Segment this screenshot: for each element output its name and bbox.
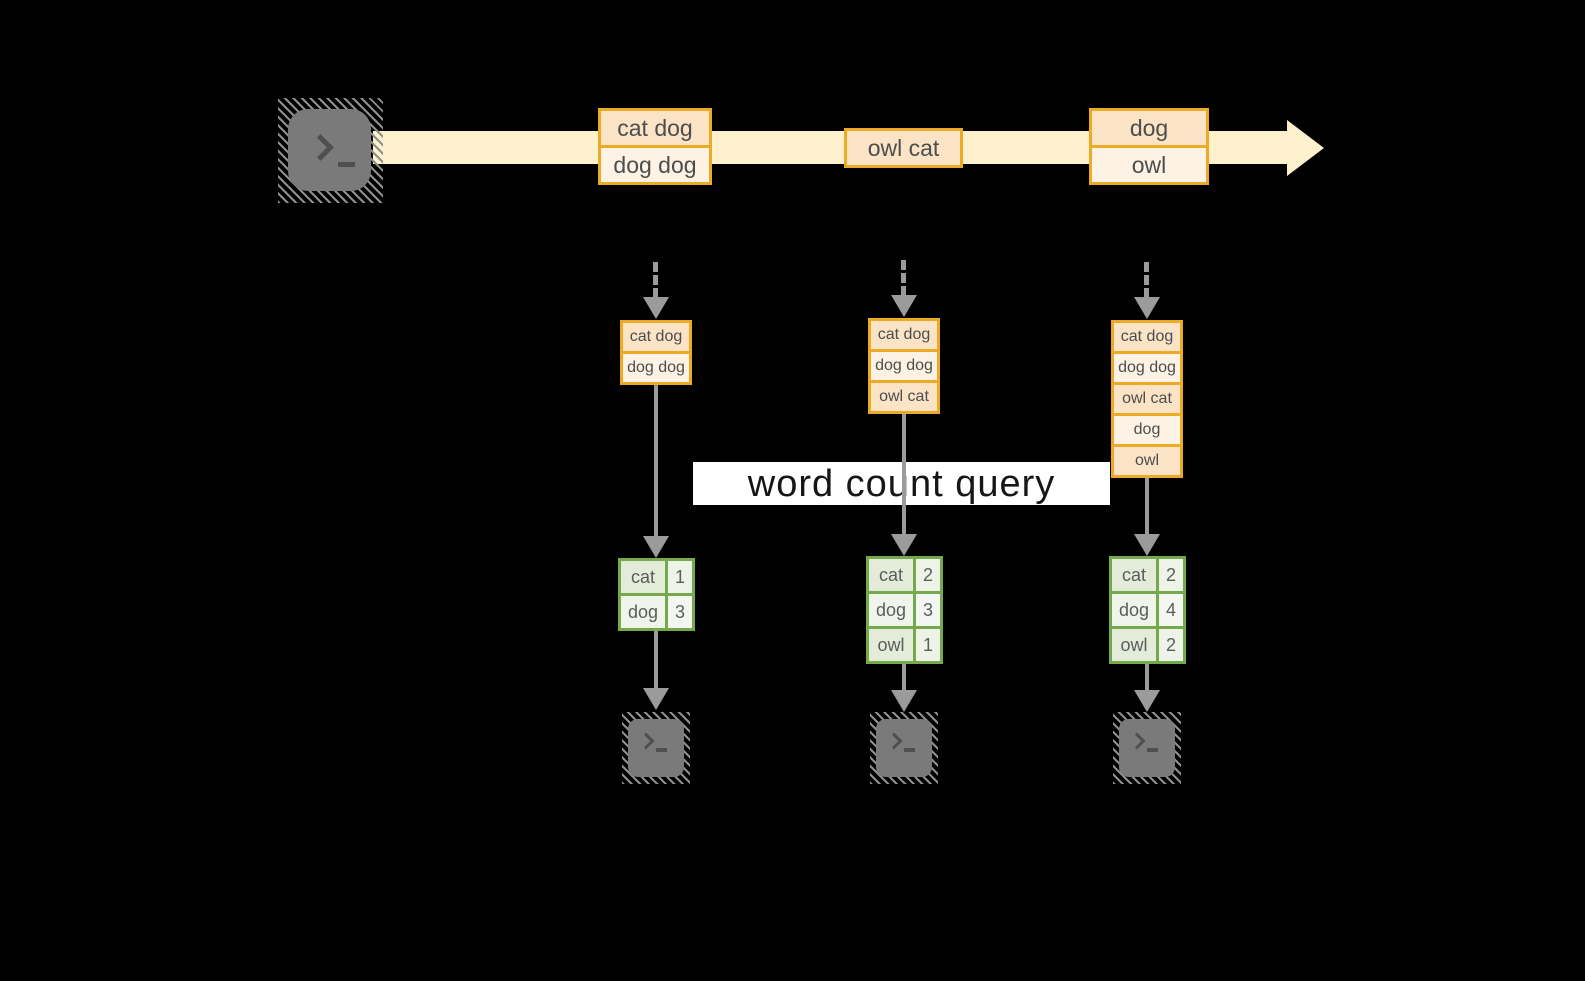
stack-record: dog dog — [871, 349, 937, 380]
stack-record: owl cat — [871, 380, 937, 411]
count-cell: 1 — [913, 629, 940, 661]
stack-record: cat dog — [1114, 323, 1180, 351]
arrow-head-icon — [643, 688, 669, 710]
table-row: dog 3 — [621, 593, 692, 628]
word-cell: owl — [1112, 629, 1156, 661]
table-row: owl 2 — [1112, 626, 1183, 661]
table-row: cat 1 — [621, 561, 692, 593]
word-count-table-2: cat 2 dog 3 owl 1 — [866, 556, 943, 664]
dashed-arrow-head-icon — [891, 295, 917, 317]
word-cell: cat — [621, 561, 665, 593]
table-row: dog 3 — [869, 591, 940, 626]
arrow-head-icon — [1134, 690, 1160, 712]
arrow-line — [1145, 478, 1149, 534]
table-row: dog 4 — [1112, 591, 1183, 626]
stack-record: dog dog — [623, 351, 689, 382]
arrow-line — [1145, 664, 1149, 690]
count-cell: 3 — [665, 596, 692, 628]
stack-record: dog — [1114, 413, 1180, 444]
arrow-line — [902, 414, 906, 534]
stream-arrowhead-icon — [1287, 120, 1324, 176]
stack-record: cat dog — [623, 323, 689, 351]
arrow-head-icon — [1134, 534, 1160, 556]
dashed-arrow-head-icon — [643, 297, 669, 319]
word-cell: dog — [1112, 594, 1156, 626]
batch-record: dog — [1092, 111, 1206, 145]
stack-record: dog dog — [1114, 351, 1180, 382]
dashed-arrow-line — [1144, 262, 1149, 298]
word-count-table-1: cat 1 dog 3 — [618, 558, 695, 631]
word-cell: owl — [869, 629, 913, 661]
stream-batch-2: owl cat — [844, 128, 963, 168]
arrow-head-icon — [891, 534, 917, 556]
stack-record: cat dog — [871, 321, 937, 349]
dashed-arrow-head-icon — [1134, 297, 1160, 319]
batch-record: dog dog — [601, 145, 709, 182]
count-cell: 3 — [913, 594, 940, 626]
word-cell: dog — [869, 594, 913, 626]
count-cell: 2 — [1156, 559, 1183, 591]
terminal-body — [288, 109, 371, 191]
terminal-icon — [278, 98, 383, 203]
terminal-icon — [622, 712, 690, 784]
stack-record: owl cat — [1114, 382, 1180, 413]
record-stack-3: cat dog dog dog owl cat dog owl — [1111, 320, 1183, 478]
table-row: cat 2 — [1112, 559, 1183, 591]
stream-batch-1: cat dog dog dog — [598, 108, 712, 185]
batch-record: owl — [1092, 145, 1206, 182]
arrow-head-icon — [643, 536, 669, 558]
arrow-line — [654, 385, 658, 536]
count-cell: 2 — [1156, 629, 1183, 661]
stack-record: owl — [1114, 444, 1180, 475]
record-stack-2: cat dog dog dog owl cat — [868, 318, 940, 414]
terminal-icon — [870, 712, 938, 784]
word-count-table-3: cat 2 dog 4 owl 2 — [1109, 556, 1186, 664]
count-cell: 4 — [1156, 594, 1183, 626]
terminal-icon — [1113, 712, 1181, 784]
word-cell: cat — [1112, 559, 1156, 591]
count-cell: 2 — [913, 559, 940, 591]
batch-record: cat dog — [601, 111, 709, 145]
count-cell: 1 — [665, 561, 692, 593]
dashed-arrow-line — [653, 262, 658, 298]
prompt-chevron-icon — [307, 134, 334, 161]
record-stack-1: cat dog dog dog — [620, 320, 692, 385]
batch-record: owl cat — [847, 131, 960, 165]
word-cell: dog — [621, 596, 665, 628]
table-row: owl 1 — [869, 626, 940, 661]
banner: word count query — [693, 462, 1110, 505]
prompt-underscore-icon — [338, 162, 355, 167]
dashed-arrow-line — [901, 260, 906, 296]
arrow-line — [654, 631, 658, 688]
arrow-line — [902, 664, 906, 690]
word-cell: cat — [869, 559, 913, 591]
table-row: cat 2 — [869, 559, 940, 591]
stream-batch-3: dog owl — [1089, 108, 1209, 185]
arrow-head-icon — [891, 690, 917, 712]
